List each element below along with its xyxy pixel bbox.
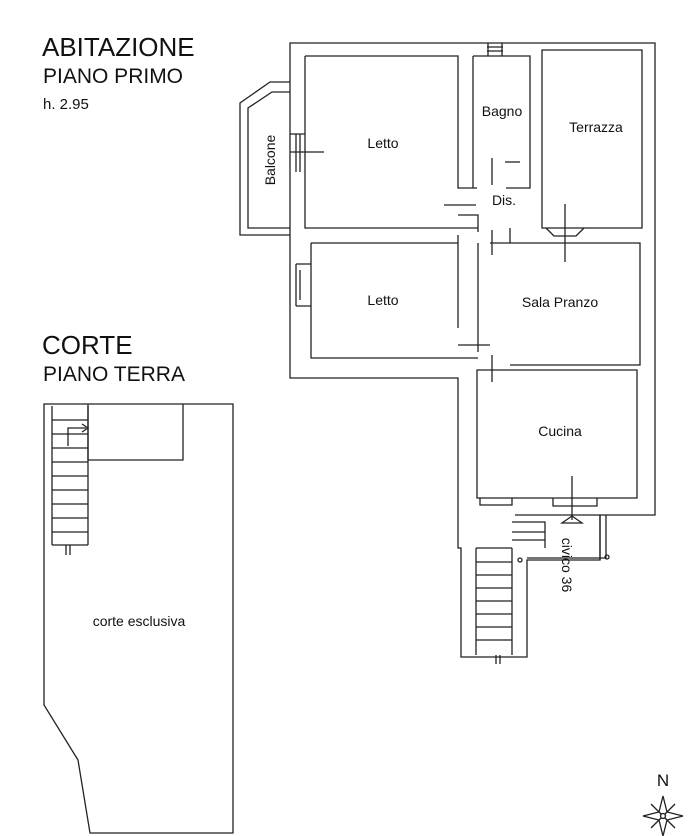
ceiling-height-note: h. 2.95 xyxy=(43,96,89,113)
room-label-terrace: Terrazza xyxy=(569,119,623,135)
entrance-post xyxy=(604,554,610,560)
window-kitchen-south xyxy=(479,476,598,520)
room-label-balcony: Balcone xyxy=(262,134,278,185)
section-subtitle-piano-terra: PIANO TERRA xyxy=(43,363,185,386)
compass-rose-icon xyxy=(642,795,684,836)
window-terrace xyxy=(545,204,585,262)
section-title-corte: CORTE xyxy=(42,330,133,360)
courtyard-label: corte esclusiva xyxy=(93,613,186,629)
room-bathroom-outline xyxy=(472,55,531,189)
entrance-arrow-icon xyxy=(559,515,585,524)
door-mark-bedroom-1 xyxy=(444,158,493,206)
compass-north-label: N xyxy=(657,771,669,790)
staircase-courtyard xyxy=(51,406,90,555)
room-label-hallway: Dis. xyxy=(492,192,516,208)
room-terrace-outline xyxy=(541,49,643,229)
window-bedroom-2 xyxy=(295,263,311,307)
room-bedroom-1-outline xyxy=(304,55,478,229)
window-bedroom-1-balcony xyxy=(290,133,324,172)
room-label-bathroom: Bagno xyxy=(482,103,523,119)
door-mark-hallway xyxy=(458,230,493,382)
street-number-label: civico 36 xyxy=(559,538,575,593)
section-subtitle-piano-primo: PIANO PRIMO xyxy=(43,65,184,88)
hallway-walls xyxy=(457,214,511,243)
room-label-bedroom-1: Letto xyxy=(367,135,398,151)
room-label-dining: Sala Pranzo xyxy=(522,294,598,310)
room-label-bedroom-2: Letto xyxy=(367,292,398,308)
section-title-abitazione: ABITAZIONE xyxy=(42,32,195,62)
room-label-kitchen: Cucina xyxy=(538,423,582,439)
building-outer-wall xyxy=(289,42,656,658)
window-bathroom-top xyxy=(487,43,503,56)
staircase-exterior xyxy=(475,521,546,664)
room-kitchen-outline xyxy=(476,369,638,499)
balcony-railing xyxy=(247,91,290,229)
courtyard-outline xyxy=(43,403,234,834)
courtyard-inner-wall xyxy=(87,404,184,461)
entrance-post xyxy=(517,557,523,563)
balcony-outline xyxy=(239,81,290,236)
entrance-landing xyxy=(515,514,607,560)
